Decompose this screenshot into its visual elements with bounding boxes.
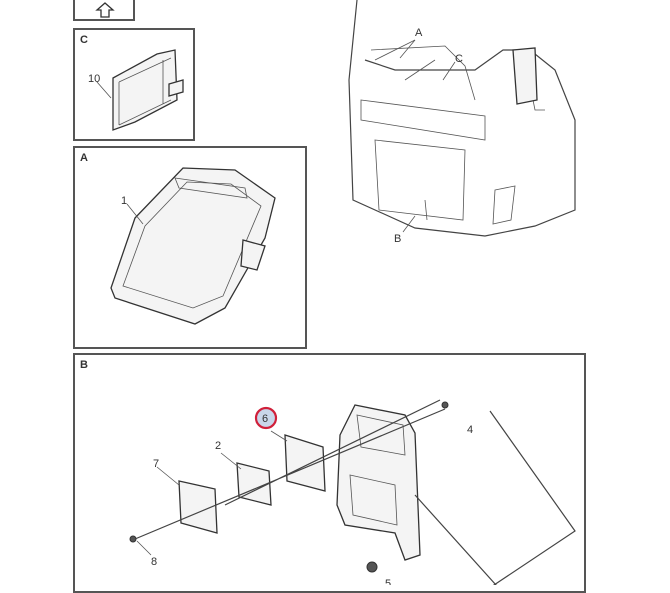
callout-6[interactable]: 6 [262,413,268,425]
callout-10[interactable]: 10 [88,73,100,85]
up-button[interactable] [73,0,135,21]
truck-overview-drawing: A C B [348,0,576,245]
overview-label-c[interactable]: C [455,53,463,65]
detail-panel-c[interactable]: C 10 [73,28,195,141]
callout-1[interactable]: 1 [121,195,127,207]
overview-label-a[interactable]: A [415,27,423,39]
panel-label: C [80,34,88,46]
callout-5[interactable]: 5 [385,578,391,585]
callout-8[interactable]: 8 [151,556,157,568]
panel-label: A [80,152,88,164]
highlight-ring [254,406,278,430]
callout-4[interactable]: 4 [467,424,473,436]
panel-label: B [80,359,88,371]
bracket-assembly-drawing: 6 2 7 8 4 5 [129,399,576,585]
cover-drawing: 1 [110,167,276,325]
arrow-up-icon [95,2,115,18]
callout-2[interactable]: 2 [215,440,221,452]
callout-7[interactable]: 7 [153,458,159,470]
control-unit-drawing: 10 [88,49,184,131]
overview-label-b[interactable]: B [394,233,401,245]
detail-panel-b[interactable]: B 6 2 7 8 4 5 [73,353,586,593]
detail-panel-a[interactable]: A 1 [73,146,307,349]
